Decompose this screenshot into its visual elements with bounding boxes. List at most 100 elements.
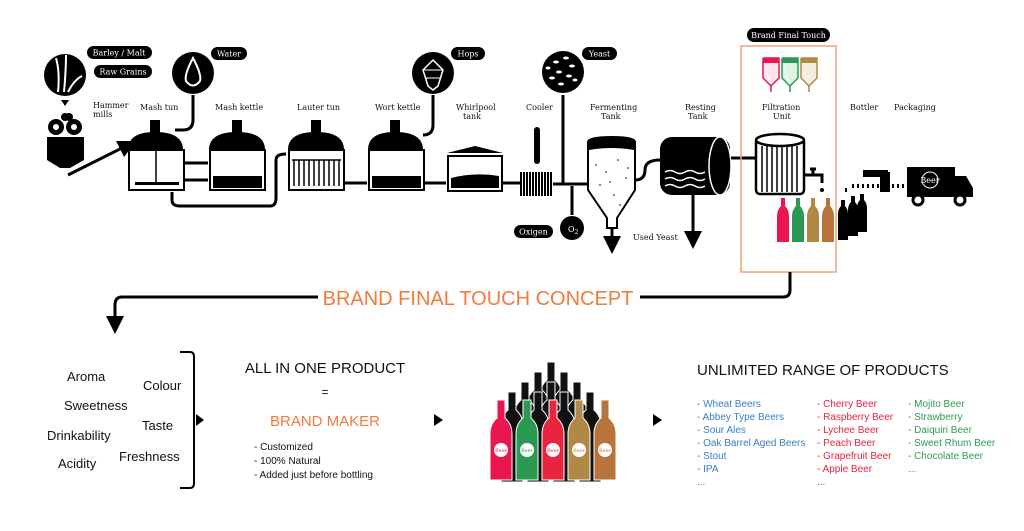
product-item: ... [697,477,705,488]
arrow-icon [434,414,443,426]
brand-final-touch-pill: Brand Final Touch [747,28,830,42]
barley-malt-pill: Barley / Malt [87,46,152,59]
feature-item: - Customized [254,442,313,453]
label-cooler: Cooler [526,103,553,112]
water-drop-icon [172,52,214,94]
fermenting-tank-icon [587,135,636,229]
arrow-icon [653,414,662,426]
hammer-mill-icon [47,113,84,168]
equals-sign: = [321,385,328,399]
label-lauter-tun: Lauter tun [297,103,340,112]
product-item: - Oak Barrel Aged Beers [697,438,805,449]
svg-text:Oxigen: Oxigen [519,228,548,237]
delivery-truck-icon: Beer [907,167,973,207]
water-pill: Water [211,47,247,60]
attribute-colour: Colour [143,378,182,393]
feature-list: - Customized - 100% Natural - Added just… [254,442,373,481]
brand-maker: BRAND MAKER [270,413,380,430]
range-title: UNLIMITED RANGE OF PRODUCTS [697,362,949,379]
svg-text:Hops: Hops [457,50,478,59]
product-item: - Strawberry [908,412,962,423]
hops-icon [412,52,454,94]
product-item: - Grapefruit Beer [817,451,892,462]
mash-kettle-icon [209,120,266,191]
product-item: - Daiquiri Beer [908,425,973,436]
svg-text:Beer: Beer [521,448,534,454]
product-item: - Lychee Beer [817,425,880,436]
beer-bottle: Beer [489,399,513,481]
barley-icon [44,54,86,96]
attribute-sweetness: Sweetness [64,398,128,413]
svg-text:Beer: Beer [920,176,939,185]
svg-text:Beer: Beer [573,448,586,454]
attribute-taste: Taste [142,418,173,433]
flavor-tanks-icon [762,57,818,92]
oxigen-pill: Oxigen [514,225,553,238]
svg-text:Yeast: Yeast [588,50,611,59]
svg-text:Brand Final Touch: Brand Final Touch [751,31,826,40]
bracket [180,351,195,489]
attribute-list: Aroma Colour Sweetness Taste Drinkabilit… [47,369,182,471]
arrow-icon [196,414,204,426]
label-mash-tun: Mash tun [140,103,178,112]
beer-bottle: Beer [593,399,617,481]
concept-title: BRAND FINAL TOUCH CONCEPT [323,288,634,310]
oxygen-icon: O2 [560,216,584,240]
product-item: - Peach Beer [817,438,876,449]
yeast-icon [542,51,584,93]
lauter-tun-icon [288,120,345,191]
label-wort-kettle: Wort kettle [375,103,421,112]
product-item: - Sweet Rhum Beer [908,438,996,449]
product-item: - Chocolate Beer [908,451,984,462]
svg-text:Beer: Beer [495,448,508,454]
resting-tank-icon [660,136,732,196]
yeast-pill: Yeast [582,47,617,60]
hops-pill: Hops [451,47,485,60]
label-used-yeast: Used Yeast [633,233,678,242]
product-range-lists: - Wheat Beers- Abbey Type Beers- Sour Al… [697,399,996,488]
svg-text:Beer: Beer [547,448,560,454]
feature-item: - Added just before bottling [254,470,373,481]
filtration-unit-icon [754,132,824,196]
cooler-icon [520,127,552,196]
product-item: - Stout [697,451,727,462]
product-item: - Mojito Beer [908,399,965,410]
label-packaging: Packaging [894,103,936,112]
beer-bottle: Beer [541,399,565,481]
beer-bottle: Beer [515,399,539,481]
feature-item: - 100% Natural [254,456,321,467]
wort-kettle-icon [368,120,425,191]
label-mash-kettle: Mash kettle [215,103,263,112]
product-item: ... [908,464,916,475]
flavored-bottles-icon [777,198,834,242]
attribute-aroma: Aroma [67,369,106,384]
product-item: - Cherry Beer [817,399,878,410]
raw-grains-pill: Raw Grains [94,65,152,78]
mash-tun-icon [128,120,185,191]
product-item: - Raspberry Beer [817,412,894,423]
whirlpool-tank-icon [447,146,503,192]
beer-bottle: Beer [567,399,591,481]
attribute-acidity: Acidity [58,456,97,471]
svg-text:Raw Grains: Raw Grains [99,68,146,77]
all-in-one-heading: ALL IN ONE PRODUCT [245,360,405,377]
svg-text:O2: O2 [568,225,579,236]
svg-text:Water: Water [217,50,241,59]
product-item: ... [817,477,825,488]
attribute-freshness: Freshness [119,449,180,464]
product-item: - IPA [697,464,719,475]
label-bottler: Bottler [850,103,878,112]
down-arrow-icon [61,100,69,106]
product-item: - Apple Beer [817,464,873,475]
product-item: - Abbey Type Beers [697,412,784,423]
product-item: - Wheat Beers [697,399,761,410]
bottler-icon [838,170,912,240]
svg-text:Barley / Malt: Barley / Malt [93,49,147,58]
